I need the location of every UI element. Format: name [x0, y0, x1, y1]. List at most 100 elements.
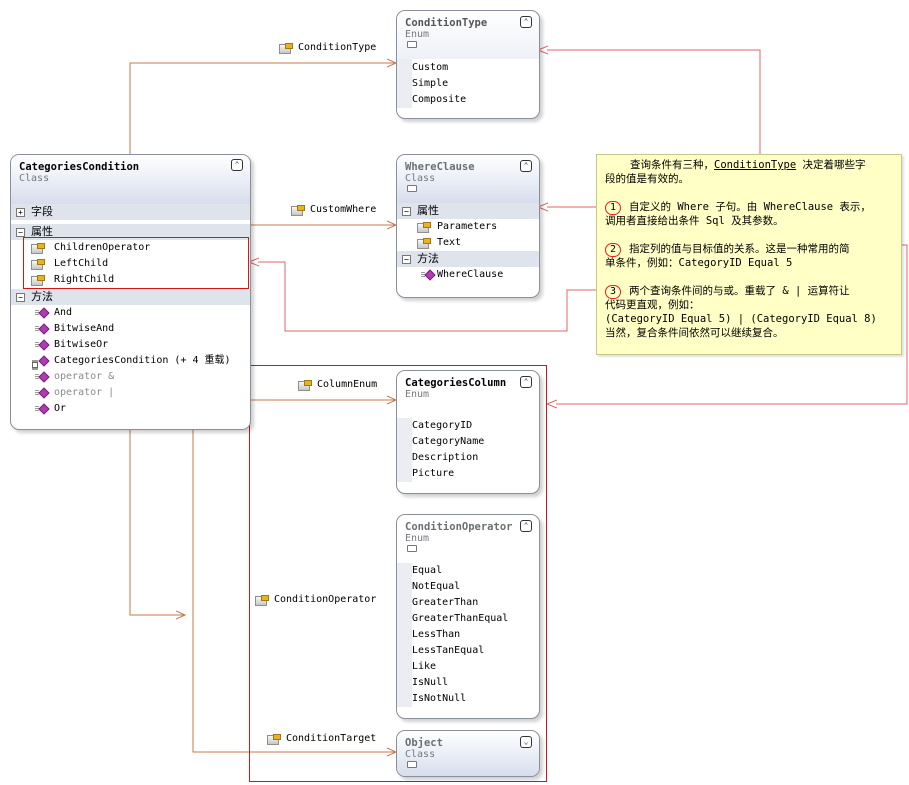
categories-column-shape[interactable]: CategoriesColumn Enum ⌃ CategoryID Categ… [396, 370, 540, 494]
section-properties[interactable]: −属性 [397, 203, 539, 219]
enum-value-label: Picture [412, 468, 455, 479]
note-text-code: ConditionType [714, 159, 797, 171]
member-row[interactable]: Or [11, 401, 250, 417]
property-icon [417, 222, 431, 233]
enum-value[interactable]: Composite [397, 92, 539, 108]
collapse-toggle-icon[interactable]: ⌃ [520, 376, 532, 388]
condition-type-shape[interactable]: ConditionType Enum ⌃ Custom Simple Compo… [396, 10, 540, 119]
method-icon [35, 388, 47, 398]
section-fields[interactable]: +字段 [11, 204, 250, 220]
member-row[interactable]: WhereClause [397, 267, 539, 283]
section-methods[interactable]: −方法 [11, 289, 250, 305]
assoc-label-text: ColumnEnum [317, 379, 378, 390]
enum-value[interactable]: Equal [397, 563, 539, 579]
member-name: Or [54, 403, 67, 414]
collapse-toggle-icon[interactable]: ⌃ [520, 520, 532, 532]
member-row[interactable]: CategoriesCondition (+ 4 重载) [11, 353, 250, 369]
collapse-icon[interactable]: − [402, 255, 411, 264]
collapse-toggle-icon[interactable]: ⌃ [520, 160, 532, 172]
number-badge-3: 3 [605, 285, 621, 299]
collapse-icon[interactable]: − [16, 293, 25, 302]
member-row[interactable]: RightChild [11, 272, 250, 288]
member-row[interactable]: BitwiseOr [11, 337, 250, 353]
assoc-label-text: ConditionOperator [274, 594, 377, 605]
enum-value[interactable]: Description [397, 450, 539, 466]
method-icon [35, 308, 47, 318]
property-icon [31, 243, 45, 254]
class-compartment-icon [407, 761, 417, 768]
expand-icon[interactable]: + [16, 208, 25, 217]
note-link-categories-condition [258, 262, 596, 332]
assoc-label-column-enum: ColumnEnum [296, 378, 377, 392]
enum-value[interactable]: Picture [397, 466, 539, 482]
member-row[interactable]: ChildrenOperator [11, 240, 250, 256]
shape-stereotype: Enum [405, 389, 430, 400]
member-row[interactable]: Text [397, 235, 539, 251]
assoc-label-condition-type: ConditionType [277, 41, 376, 55]
enum-value[interactable]: GreaterThanEqual [397, 611, 539, 627]
note-text: 调用者直接给出条件 Sql 及其参数。 [605, 215, 784, 227]
enum-value-label: Like [412, 661, 437, 672]
enum-value-label: GreaterThan [412, 597, 479, 608]
object-shape[interactable]: Object Class ⌄ [396, 730, 540, 777]
enum-value[interactable]: CategoryName [397, 434, 539, 450]
enum-value-label: Custom [412, 62, 449, 73]
enum-compartment-icon [407, 41, 417, 48]
member-row[interactable]: Parameters [397, 219, 539, 235]
enum-value[interactable]: CategoryID [397, 418, 539, 434]
assoc-line-condition-type [129, 63, 396, 156]
note-text: 指定列的值与目标值的关系。这是一种常用的简 [629, 243, 850, 255]
enum-value[interactable]: GreaterThan [397, 595, 539, 611]
assoc-label-text: CustomWhere [310, 204, 377, 215]
categories-condition-shape[interactable]: CategoriesCondition Class ⌃ +字段 −属性 Chil… [10, 154, 251, 430]
shape-stereotype: Class [19, 173, 50, 184]
enum-value[interactable]: IsNotNull [397, 691, 539, 707]
member-name: ChildrenOperator [54, 242, 151, 253]
number-badge-1: 1 [605, 201, 621, 215]
expand-toggle-icon[interactable]: ⌄ [520, 736, 532, 748]
enum-value[interactable]: NotEqual [397, 579, 539, 595]
note-text: (CategoryID Equal 5) | (CategoryID Equal… [605, 313, 877, 325]
section-label: 方法 [417, 252, 439, 265]
enum-value[interactable]: LessTanEqual [397, 643, 539, 659]
collapse-toggle-icon[interactable]: ⌃ [231, 159, 243, 171]
member-name: And [54, 307, 73, 318]
note-link-condition-type [547, 50, 761, 154]
enum-value[interactable]: Custom [397, 60, 539, 76]
section-methods[interactable]: −方法 [397, 251, 539, 267]
condition-operator-shape[interactable]: ConditionOperator Enum ⌃ Equal NotEqual … [396, 514, 540, 719]
note-text: 查询条件有三种， [630, 159, 714, 171]
number-badge-2: 2 [605, 243, 621, 257]
method-icon [421, 270, 433, 280]
section-properties[interactable]: −属性 [11, 224, 250, 240]
note-line: 查询条件有三种，ConditionType 决定着哪些字 [630, 158, 866, 172]
member-row[interactable]: LeftChild [11, 256, 250, 272]
note-text: 决定着哪些字 [796, 159, 866, 171]
where-clause-shape[interactable]: WhereClause Class ⌃ −属性 Parameters Text … [396, 154, 540, 298]
shape-stereotype: Class [405, 749, 436, 760]
note-line: 单条件，例如：CategoryID Equal 5 [605, 256, 792, 270]
member-name: Parameters [437, 221, 498, 232]
enum-value[interactable]: LessThan [397, 627, 539, 643]
assoc-label-condition-operator: ConditionOperator [253, 593, 376, 607]
collapse-icon[interactable]: − [402, 207, 411, 216]
enum-value[interactable]: Simple [397, 76, 539, 92]
assoc-line-condition-operator [129, 428, 185, 615]
member-row[interactable]: operator | [11, 385, 250, 401]
property-icon [291, 205, 305, 216]
member-row[interactable]: And [11, 305, 250, 321]
shape-stereotype: Class [405, 173, 436, 184]
note-text: 当然，复合条件间依然可以继续复合。 [605, 327, 784, 339]
collapse-icon[interactable]: − [16, 228, 25, 237]
enum-value[interactable]: IsNull [397, 675, 539, 691]
member-row[interactable]: operator & [11, 369, 250, 385]
collapse-toggle-icon[interactable]: ⌃ [520, 16, 532, 28]
member-name: operator & [54, 371, 115, 382]
enum-value[interactable]: Like [397, 659, 539, 675]
member-row[interactable]: BitwiseAnd [11, 321, 250, 337]
note-line: 代码更直观，例如： [605, 298, 700, 312]
enum-value-label: LessTanEqual [412, 645, 485, 656]
